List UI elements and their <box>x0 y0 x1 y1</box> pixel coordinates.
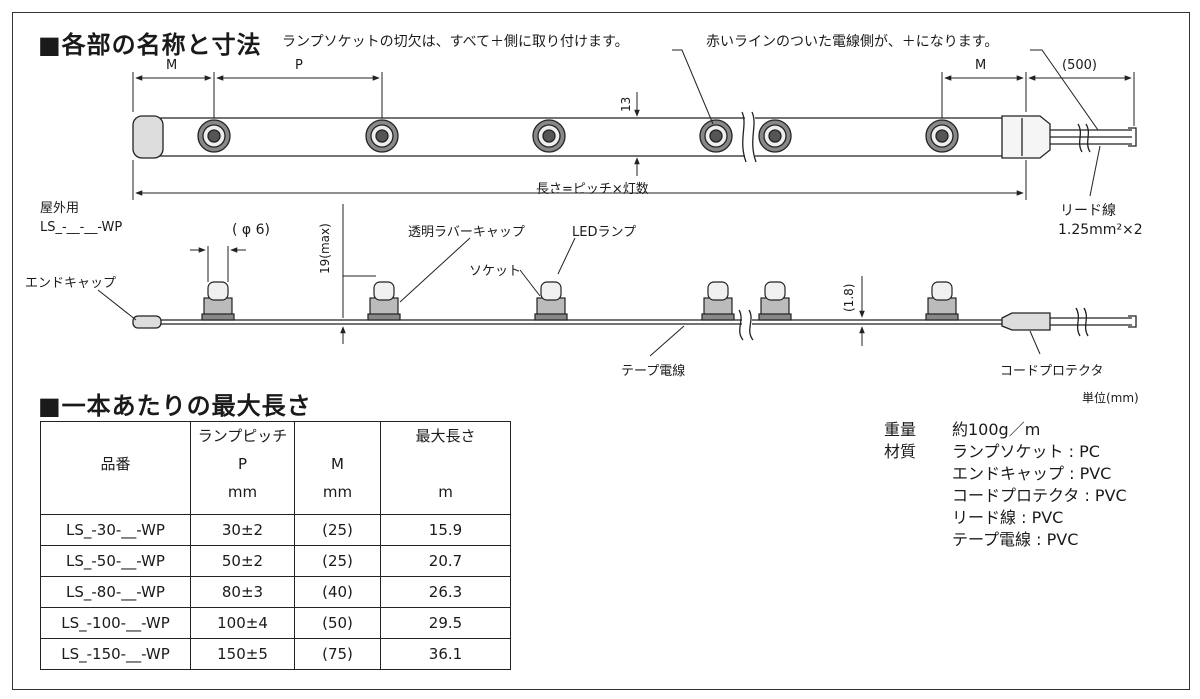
cell-part: LS_-80-__-WP <box>40 576 191 608</box>
cell-max-length: 26.3 <box>380 576 511 608</box>
dim-label-13: 13 <box>619 96 633 112</box>
model-number: LS_-__-__-WP <box>40 220 123 235</box>
table-row: LS_-50-__-WP 50±2 (25) 20.7 <box>40 545 511 577</box>
cell-m: (25) <box>294 545 381 577</box>
header-lamp-pitch: ランプピッチ P mm <box>190 421 295 515</box>
dim-label-19max: 19(max) <box>318 223 332 274</box>
lead-wire-spec: 1.25mm²×2 <box>1058 222 1143 238</box>
dim-label-p: P <box>295 58 303 73</box>
header-part-number: 品番 <box>40 421 191 515</box>
dim-label-m-right: M <box>975 58 987 73</box>
cell-m: (40) <box>294 576 381 608</box>
top-view-leds <box>197 119 959 153</box>
spec-material-tapewire: テープ電線 : PVC <box>952 530 1079 549</box>
outer-frame <box>12 12 1190 690</box>
spec-material-label: 材質 <box>884 442 917 461</box>
header-max-length-unit: m <box>438 483 453 501</box>
table-row: LS_-150-__-WP 150±5 (75) 36.1 <box>40 638 511 670</box>
cell-pitch: 50±2 <box>190 545 295 577</box>
spec-weight-value: 約100g／m <box>952 420 1041 439</box>
note-socket-notch: ランプソケットの切欠は、すべて＋側に取り付けます。 <box>282 34 629 50</box>
header-max-length: 最大長さ m <box>380 421 511 515</box>
cell-max-length: 36.1 <box>380 638 511 670</box>
end-cap-label: エンドキャップ <box>25 276 117 291</box>
table-row: LS_-100-__-WP 100±4 (50) 29.5 <box>40 607 511 639</box>
cell-part: LS_-100-__-WP <box>40 607 191 639</box>
tape-wire-label: テープ電線 <box>621 364 686 379</box>
spec-material-leadwire: リード線 : PVC <box>952 508 1064 527</box>
side-view-leds <box>201 281 959 321</box>
cell-part: LS_-50-__-WP <box>40 545 191 577</box>
dim-label-1-8: (1.8) <box>842 283 856 312</box>
note-red-line-positive: 赤いラインのついた電線側が、＋になります。 <box>706 34 999 50</box>
top-view-strip <box>132 111 1137 163</box>
spec-material-cordprotector: コードプロテクタ : PVC <box>952 486 1127 505</box>
dim-label-phi6: ( φ 6) <box>232 222 270 238</box>
max-length-table: 品番 ランプピッチ P mm M mm 最大長さ m LS_-30-__-WP … <box>40 421 511 670</box>
lead-wire-label: リード線 <box>1060 203 1116 219</box>
cell-pitch: 150±5 <box>190 638 295 670</box>
cell-pitch: 80±3 <box>190 576 295 608</box>
socket-label: ソケット <box>469 264 522 279</box>
header-pitch-title: ランプピッチ <box>197 427 288 445</box>
header-pitch-unit: mm <box>227 483 258 501</box>
cell-m: (50) <box>294 607 381 639</box>
side-view-strip <box>132 307 1137 341</box>
led-lamp-label: LEDランプ <box>572 225 637 240</box>
table-header-row: 品番 ランプピッチ P mm M mm 最大長さ m <box>40 421 511 515</box>
spec-weight-label: 重量 <box>884 420 917 439</box>
outdoor-label: 屋外用 <box>40 201 80 216</box>
cell-part: LS_-150-__-WP <box>40 638 191 670</box>
spec-material-socket: ランプソケット : PC <box>952 442 1100 461</box>
cord-protector-label: コードプロテクタ <box>1000 364 1104 379</box>
unit-label: 単位(mm) <box>1082 391 1139 405</box>
header-m-unit: mm <box>322 483 353 501</box>
header-max-length-label: 最大長さ <box>415 427 476 445</box>
top-dimension-lines <box>132 49 1135 200</box>
cell-max-length: 15.9 <box>380 514 511 546</box>
dim-label-m-left: M <box>166 58 178 73</box>
cell-max-length: 29.5 <box>380 607 511 639</box>
cell-pitch: 100±4 <box>190 607 295 639</box>
header-m-label: M <box>331 455 344 473</box>
spec-material-endcap: エンドキャップ : PVC <box>952 464 1112 483</box>
cell-pitch: 30±2 <box>190 514 295 546</box>
header-pitch-p: P <box>237 455 248 473</box>
table-row: LS_-30-__-WP 30±2 (25) 15.9 <box>40 514 511 546</box>
header-m: M mm <box>294 421 381 515</box>
section-title-max-length: ■一本あたりの最大長さ <box>38 392 312 420</box>
cell-part: LS_-30-__-WP <box>40 514 191 546</box>
cell-m: (25) <box>294 514 381 546</box>
side-dimension-lines <box>97 204 1041 357</box>
clear-rubber-cap-label: 透明ラバーキャップ <box>408 225 525 240</box>
length-formula: 長さ=ピッチ×灯数 <box>536 182 649 197</box>
cell-m: (75) <box>294 638 381 670</box>
dim-label-500: (500) <box>1062 58 1097 73</box>
table-row: LS_-80-__-WP 80±3 (40) 26.3 <box>40 576 511 608</box>
cell-max-length: 20.7 <box>380 545 511 577</box>
section-title-names-dimensions: ■各部の名称と寸法 <box>38 31 262 59</box>
header-part-number-label: 品番 <box>100 455 131 473</box>
